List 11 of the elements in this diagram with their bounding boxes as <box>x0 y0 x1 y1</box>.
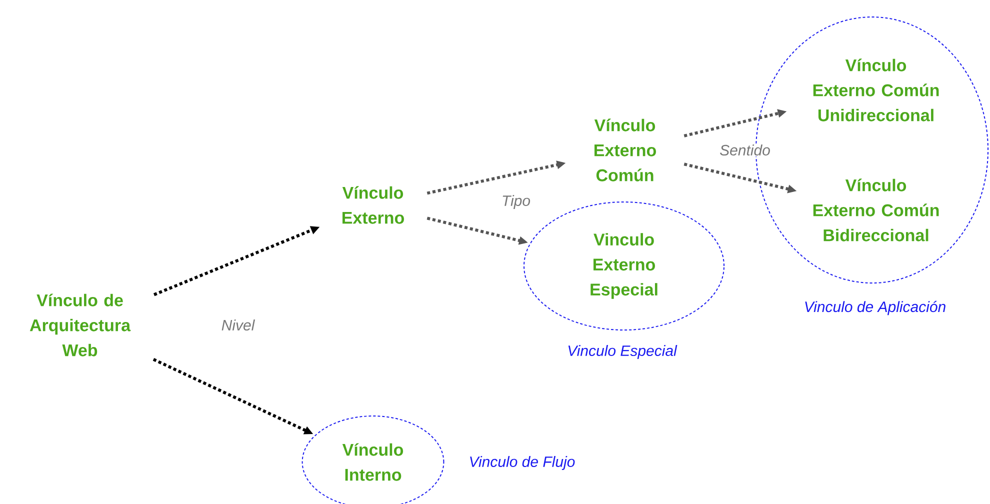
edge-label: Tipo <box>500 194 532 210</box>
node-text: Vínculo Externo Común Bidireccional <box>813 178 939 242</box>
node-text: Vínculo Externo <box>342 186 404 224</box>
group-caption: Vinculo de Flujo <box>470 456 575 470</box>
node-text: Vínculo Externo Común Unidireccional <box>813 58 939 122</box>
edge-label: Nivel <box>220 318 256 332</box>
group-caption: Vinculo de Aplicación <box>805 300 946 316</box>
edge-label: Sentido <box>718 144 772 157</box>
group-caption: Vinculo Especial <box>568 345 678 359</box>
node-text: Vínculo Externo Común <box>594 118 656 182</box>
node-text: Vínculo de Arquitectura Web <box>30 294 131 356</box>
